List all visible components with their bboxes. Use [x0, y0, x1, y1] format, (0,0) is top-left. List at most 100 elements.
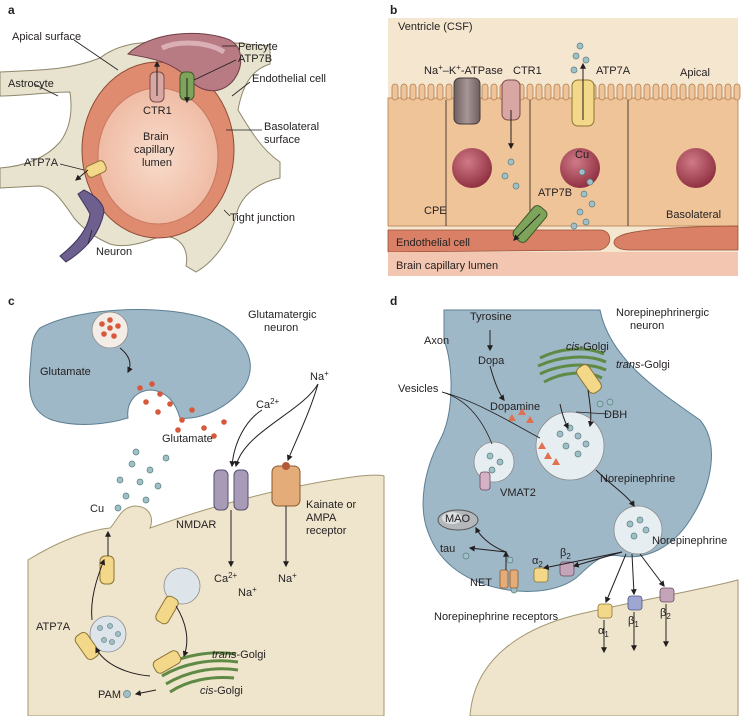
label-na-in: Na+	[310, 369, 329, 383]
copper-dot	[580, 190, 588, 198]
copper-dots-b	[501, 42, 596, 230]
net-transporter-b	[509, 569, 519, 589]
label-tight-junction: Tight junction	[230, 212, 295, 224]
glutamate-dot	[189, 407, 195, 413]
dopamine-vesicle	[535, 411, 605, 481]
label-lumen-2: capillary	[134, 144, 175, 156]
label-ctr1-a: CTR1	[143, 105, 172, 117]
golgi-stack-d	[537, 347, 607, 384]
glutamatergic-neuron-shape	[28, 309, 251, 425]
copper-dot	[114, 504, 122, 512]
microvillus	[481, 83, 489, 101]
label-na-out-2: Na+	[278, 571, 297, 585]
glutamate-dot	[99, 321, 105, 327]
label-endothelial-cell-a: Endothelial cell	[252, 73, 326, 85]
panel-d-label: d	[390, 294, 397, 308]
label-atp7a-a: ATP7A	[24, 157, 59, 169]
microvillus	[436, 83, 444, 101]
panel-b-label: b	[390, 3, 397, 17]
cis-golgi-c-italic: cis	[200, 685, 214, 697]
copper-dot	[462, 552, 470, 560]
net-transporter-a	[499, 569, 509, 589]
copper-dot	[507, 158, 515, 166]
microvillus	[724, 83, 732, 101]
nucleus-1	[452, 148, 492, 188]
dopamine-triangle	[538, 442, 546, 449]
beta2-receptor-post	[659, 587, 675, 603]
alpha2-sub: 2	[538, 560, 543, 569]
microvillus	[688, 83, 696, 101]
label-ca-in: Ca2+	[256, 397, 280, 411]
trans-golgi-d-rest: -Golgi	[640, 359, 669, 371]
alpha2-receptor	[533, 567, 549, 583]
label-atp7a-b: ATP7A	[596, 65, 631, 77]
glutamate-dot	[101, 331, 107, 337]
atp7a-transporter-c2	[155, 595, 179, 625]
microvillus	[544, 83, 552, 101]
glutamate-dot	[107, 325, 113, 331]
label-glutamate-cleft: Glutamate	[162, 433, 213, 445]
glutamate-dot	[149, 381, 155, 387]
label-ne-neuron-1: Norepinephrinergic	[616, 307, 709, 319]
glutamate-dot	[111, 333, 117, 339]
glutamate-dot	[211, 433, 217, 439]
microvillus	[679, 83, 687, 101]
label-ventricle: Ventricle (CSF)	[398, 21, 473, 33]
alpha2-base: α	[532, 555, 539, 567]
label-basolateral-2: surface	[264, 134, 300, 146]
kainate-ligand	[282, 462, 290, 470]
copper-dot	[576, 42, 584, 50]
copper-dot	[576, 208, 584, 216]
beta1-sub: 1	[634, 620, 639, 629]
cis-golgi-c-rest: -Golgi	[213, 685, 242, 697]
label-tyrosine: Tyrosine	[470, 311, 512, 323]
na-out-2-sup: +	[292, 571, 297, 580]
label-dopa: Dopa	[478, 355, 505, 367]
label-beta1: β1	[628, 615, 639, 629]
na-k-atpase	[453, 77, 481, 125]
copper-dot	[107, 623, 113, 629]
atp7a-transporter-c3	[74, 631, 100, 661]
beta1-receptor	[627, 595, 643, 611]
copper-dot	[582, 440, 590, 448]
endothelial-layer-b2	[613, 225, 739, 251]
na-in-sup: +	[324, 369, 329, 378]
copper-dot	[512, 182, 520, 190]
trans-golgi-c-rest: -Golgi	[236, 649, 265, 661]
copper-dot	[582, 218, 590, 226]
label-net: NET	[470, 577, 492, 589]
copper-dot	[636, 516, 644, 524]
label-nmdar: NMDAR	[176, 519, 216, 531]
copper-dot	[97, 625, 103, 631]
microvillus	[400, 83, 408, 101]
glutamate-dot	[167, 401, 173, 407]
copper-dot	[154, 482, 162, 490]
copper-dot	[496, 458, 504, 466]
label-lumen-1: Brain	[143, 131, 169, 143]
panel-b: b Ventricle (CSF) Na+–K+-ATPase CTR1 AT	[387, 3, 741, 276]
label-kainate-3: receptor	[306, 525, 347, 537]
label-cu-b: Cu	[575, 149, 589, 161]
copper-dot	[574, 432, 582, 440]
label-neuron-a: Neuron	[96, 246, 132, 258]
label-alpha2: α2	[532, 555, 543, 569]
microvillus	[409, 83, 417, 101]
label-dopamine: Dopamine	[490, 401, 540, 413]
microvillus	[706, 83, 714, 101]
dopamine-triangle	[544, 452, 552, 459]
beta2-receptor-pre	[559, 561, 575, 577]
label-glutamate-top: Glutamate	[40, 366, 91, 378]
atpase-na: Na	[424, 65, 439, 77]
copper-dot	[630, 532, 638, 540]
microvillus	[715, 83, 723, 101]
atp7a-transporter-c1	[99, 555, 115, 585]
na-in-base: Na	[310, 371, 325, 383]
label-atp7b-b: ATP7B	[538, 187, 572, 199]
beta2-pre-sub: 2	[566, 552, 571, 561]
panel-c-label: c	[8, 294, 15, 308]
copper-dot	[142, 496, 150, 504]
ca-out-sup: 2+	[228, 571, 237, 580]
label-apical: Apical	[680, 67, 710, 79]
ca-in-base: Ca	[256, 399, 271, 411]
label-endothelial-cell-b: Endothelial cell	[396, 237, 470, 249]
